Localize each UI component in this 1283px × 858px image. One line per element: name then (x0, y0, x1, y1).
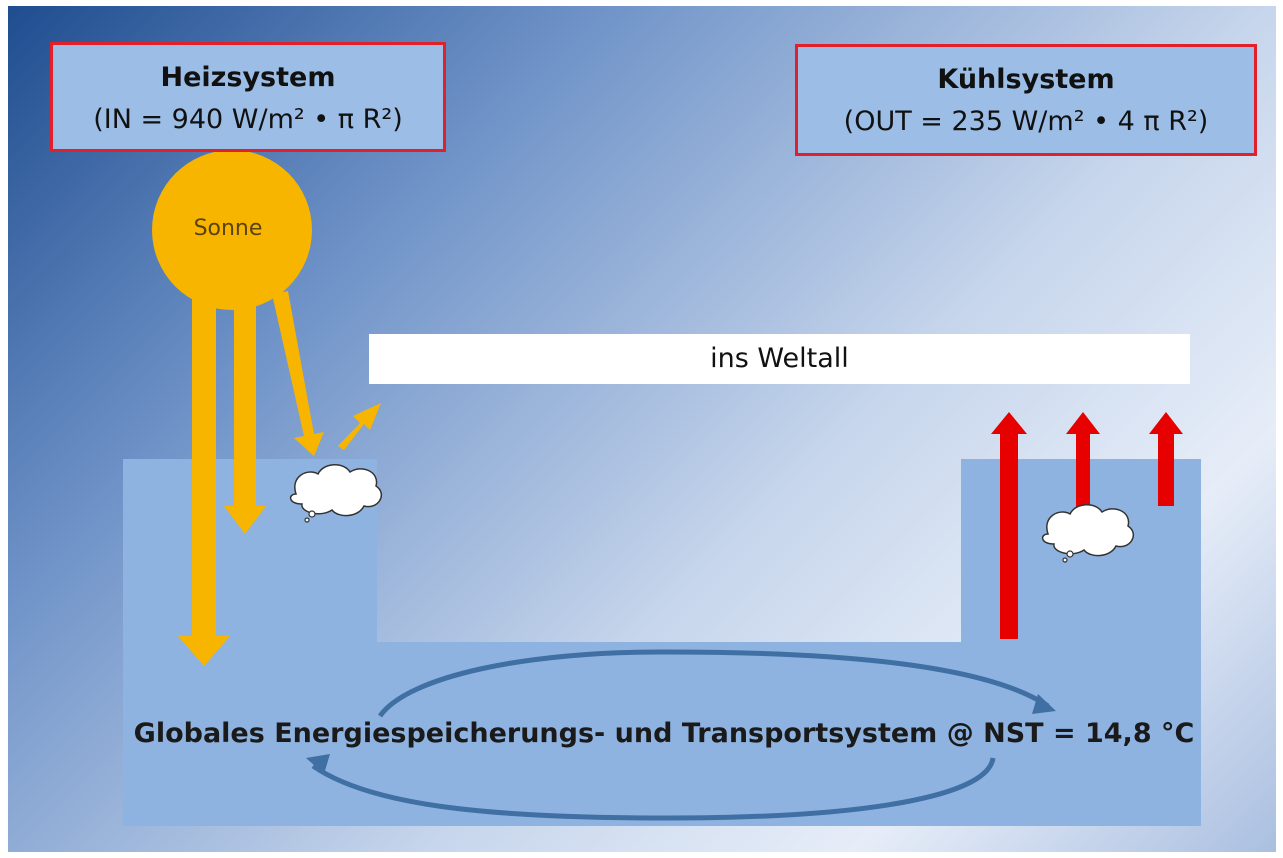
cloud-icon-right (1041, 504, 1134, 563)
heating-system-title: Heizsystem (160, 62, 336, 93)
outgoing-arrow-3 (1149, 412, 1183, 506)
solar-arrow-medium (224, 301, 266, 534)
diagram-canvas: Heizsystem (IN = 940 W/m² • π R²) Kühlsy… (8, 6, 1276, 852)
outgoing-arrow-2 (1066, 412, 1100, 512)
heating-system-box: Heizsystem (IN = 940 W/m² • π R²) (50, 42, 446, 152)
outgoing-arrow-1 (991, 412, 1027, 639)
cooling-system-formula: (OUT = 235 W/m² • 4 π R²) (843, 106, 1209, 137)
solar-arrow-long (178, 296, 230, 666)
sun-label: Sonne (193, 216, 263, 241)
space-bar: ins Weltall (369, 334, 1190, 384)
storage-system-label: Globales Energiespeicherungs- und Transp… (133, 718, 1195, 749)
storage-system-body (123, 459, 1201, 826)
outgoing-heat-arrows (991, 412, 1183, 639)
incoming-solar-arrows (178, 291, 381, 666)
diagram-graphics (123, 150, 1201, 826)
reflected-arrow (338, 403, 381, 450)
cooling-system-title: Kühlsystem (937, 64, 1115, 95)
sun-disc (152, 150, 312, 310)
heating-system-formula: (IN = 940 W/m² • π R²) (93, 104, 403, 135)
cloud-icon-left (289, 464, 382, 523)
cooling-system-box: Kühlsystem (OUT = 235 W/m² • 4 π R²) (795, 44, 1257, 156)
circulation-loop (306, 649, 1056, 821)
solar-arrow-to-cloud (272, 291, 324, 456)
